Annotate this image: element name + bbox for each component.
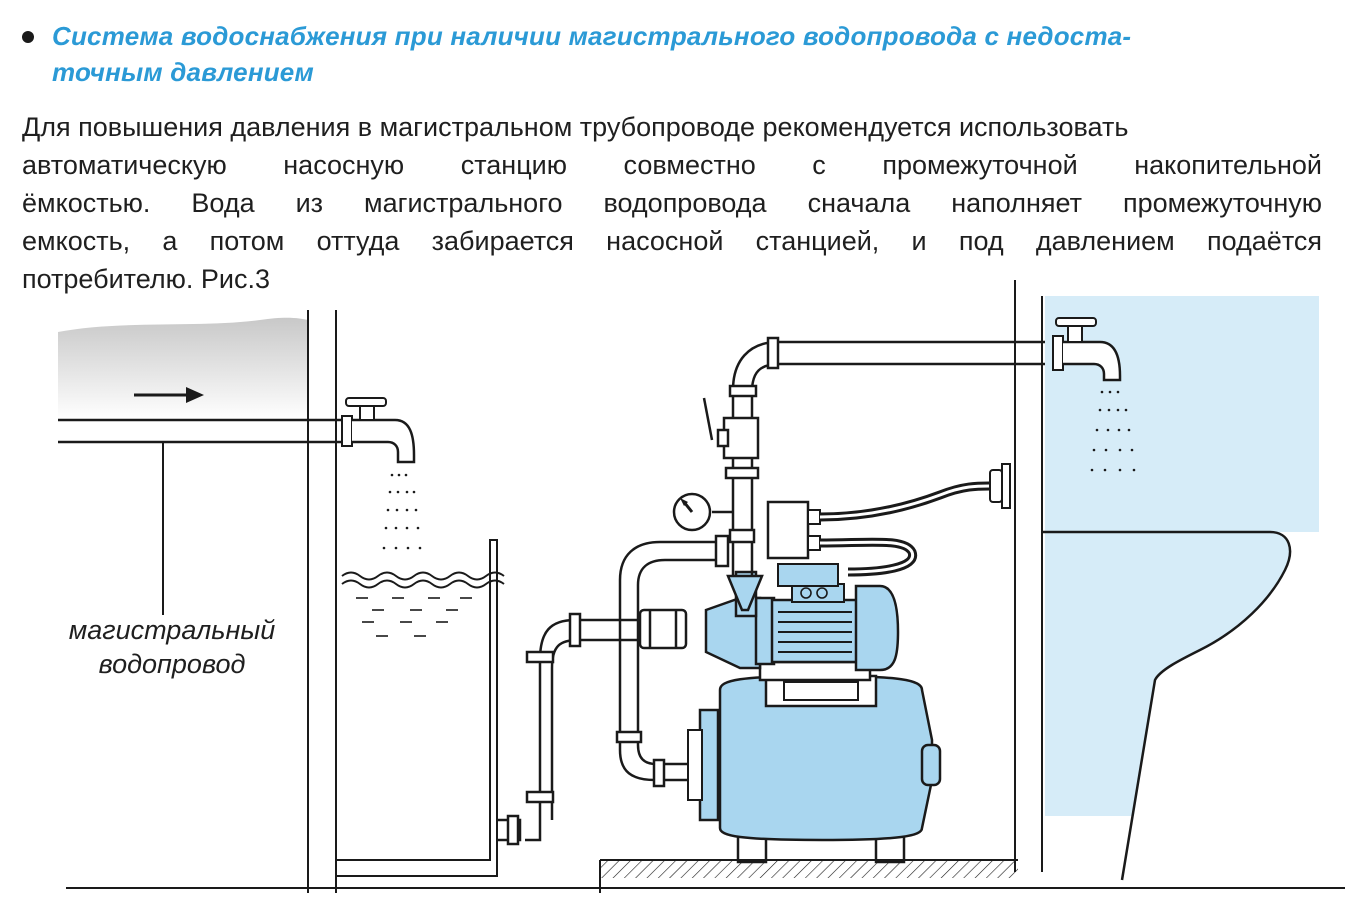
bullet-icon xyxy=(22,31,34,43)
paragraph-line-4: емкость, а потом оттуда забирается насос… xyxy=(22,226,1322,256)
pressure-switch xyxy=(766,500,821,560)
pressure-tank xyxy=(687,674,942,864)
mains-pipe-label: магистральный водопровод xyxy=(52,613,292,681)
heading-line-1: Система водоснабжения при наличии магист… xyxy=(52,21,1132,51)
inlet-tap-icon xyxy=(341,397,416,464)
flow-arrow-icon xyxy=(134,387,204,403)
section-heading: Система водоснабжения при наличии магист… xyxy=(22,18,1322,90)
water-spray-consumer xyxy=(1090,390,1136,472)
surface-pump xyxy=(704,563,900,682)
pressure-gauge-icon xyxy=(672,492,733,532)
pump-station-diagram: магистральный водопровод xyxy=(0,280,1345,893)
diagram-illustration xyxy=(58,280,1345,893)
wall-socket-icon xyxy=(989,463,1011,509)
paragraph-line-5: потребителю. Рис.3 xyxy=(22,264,270,294)
paragraph-line-3: ёмкостью. Вода из магистрального водопро… xyxy=(22,188,1322,218)
heading-line-2: точным давлением xyxy=(52,57,314,87)
consumer-tap-icon xyxy=(1052,317,1122,382)
storage-tank xyxy=(336,539,505,877)
mains-label-line-2: водопровод xyxy=(98,649,246,679)
suction-pipe xyxy=(497,608,688,846)
heading-title: Система водоснабжения при наличии магист… xyxy=(52,18,1131,90)
mains-label-line-1: магистральный xyxy=(68,615,276,645)
water-spray-inlet xyxy=(382,473,422,550)
sink xyxy=(1042,530,1345,893)
paragraph-line-1: Для повышения давления в магистральном т… xyxy=(22,112,1129,142)
floor xyxy=(66,859,1345,893)
paragraph-line-2: автоматическую насосную станцию совместн… xyxy=(22,150,1322,180)
outlet-pipe xyxy=(702,336,1055,576)
power-cable xyxy=(819,481,996,577)
mains-pipe xyxy=(58,317,345,615)
description-paragraph: Для повышения давления в магистральном т… xyxy=(22,108,1322,298)
tank-loop-pipe xyxy=(615,534,730,788)
